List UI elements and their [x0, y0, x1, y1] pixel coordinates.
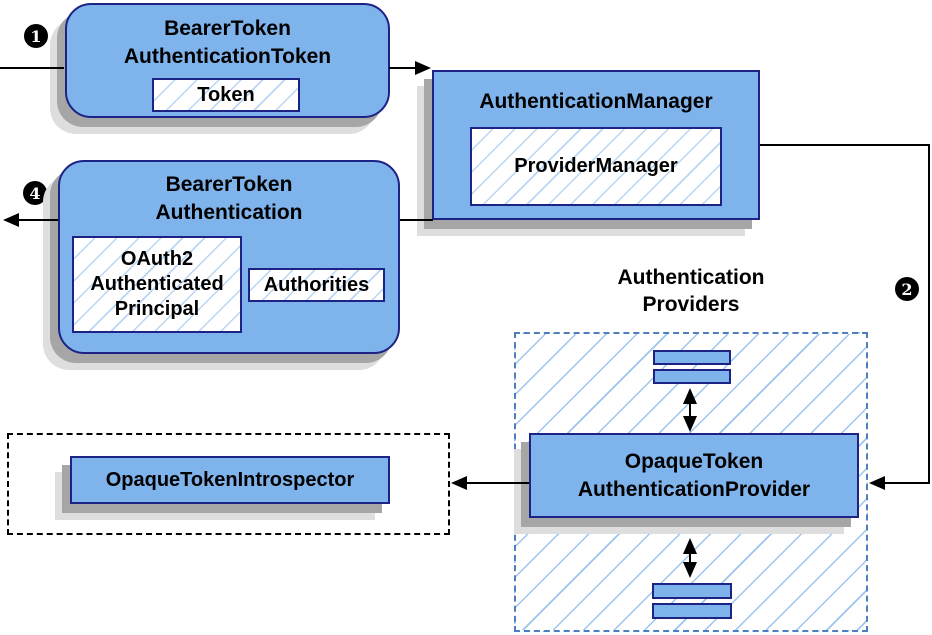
bearer-token-authentication-token-title: BearerToken AuthenticationToken: [123, 17, 332, 68]
step-1-number: 1: [30, 26, 42, 46]
bearer-token-authentication-title: BearerToken Authentication: [155, 173, 303, 224]
provider-manager-inner-box: ProviderManager: [470, 127, 722, 206]
provider-manager-label: ProviderManager: [514, 155, 678, 177]
opaque-token-introspector-title: OpaqueTokenIntrospector: [105, 468, 355, 491]
arrow-bearer-authentication-out: [3, 213, 58, 227]
arrow-token-to-authentication-manager: [389, 61, 431, 75]
authentication-manager-node: AuthenticationManager ProviderManager: [432, 70, 760, 220]
bearer-token-authentication-node: BearerToken Authentication OAuth2 Authen…: [58, 160, 400, 354]
token-inner-box: Token: [152, 78, 300, 112]
authorities-inner-box: Authorities: [248, 268, 385, 302]
provider-stack-top-bar-2: [653, 369, 731, 384]
oauth2-authenticated-principal-inner-box: OAuth2 Authenticated Principal: [72, 236, 242, 333]
step-1-badge: 1: [24, 24, 48, 48]
authentication-providers-container: OpaqueToken AuthenticationProvider: [514, 332, 868, 632]
provider-stack-bottom-bar-2: [652, 603, 732, 619]
opaque-token-introspector-node: OpaqueTokenIntrospector: [70, 456, 390, 504]
step-2-number: 2: [901, 279, 913, 299]
opaque-token-authentication-provider-node: OpaqueToken AuthenticationProvider: [529, 433, 859, 518]
authorities-label: Authorities: [263, 273, 370, 296]
provider-stack-bottom-bar-1: [652, 583, 732, 599]
step-2-badge: 2: [895, 277, 919, 301]
bearer-token-authentication-token-node: BearerToken AuthenticationToken Token: [65, 3, 390, 118]
step-4-number: 4: [29, 183, 41, 203]
introspector-dashed-container: OpaqueTokenIntrospector: [7, 433, 450, 535]
opaque-token-authentication-provider-title: OpaqueToken AuthenticationProvider: [577, 449, 811, 501]
oauth2-authenticated-principal-label: OAuth2 Authenticated Principal: [90, 248, 224, 320]
authentication-providers-label: Authentication Providers: [617, 266, 765, 317]
step-4-badge: 4: [23, 181, 47, 205]
token-label: Token: [197, 83, 255, 106]
authentication-manager-title: AuthenticationManager: [479, 90, 713, 113]
provider-stack-top-bar-1: [653, 350, 731, 365]
